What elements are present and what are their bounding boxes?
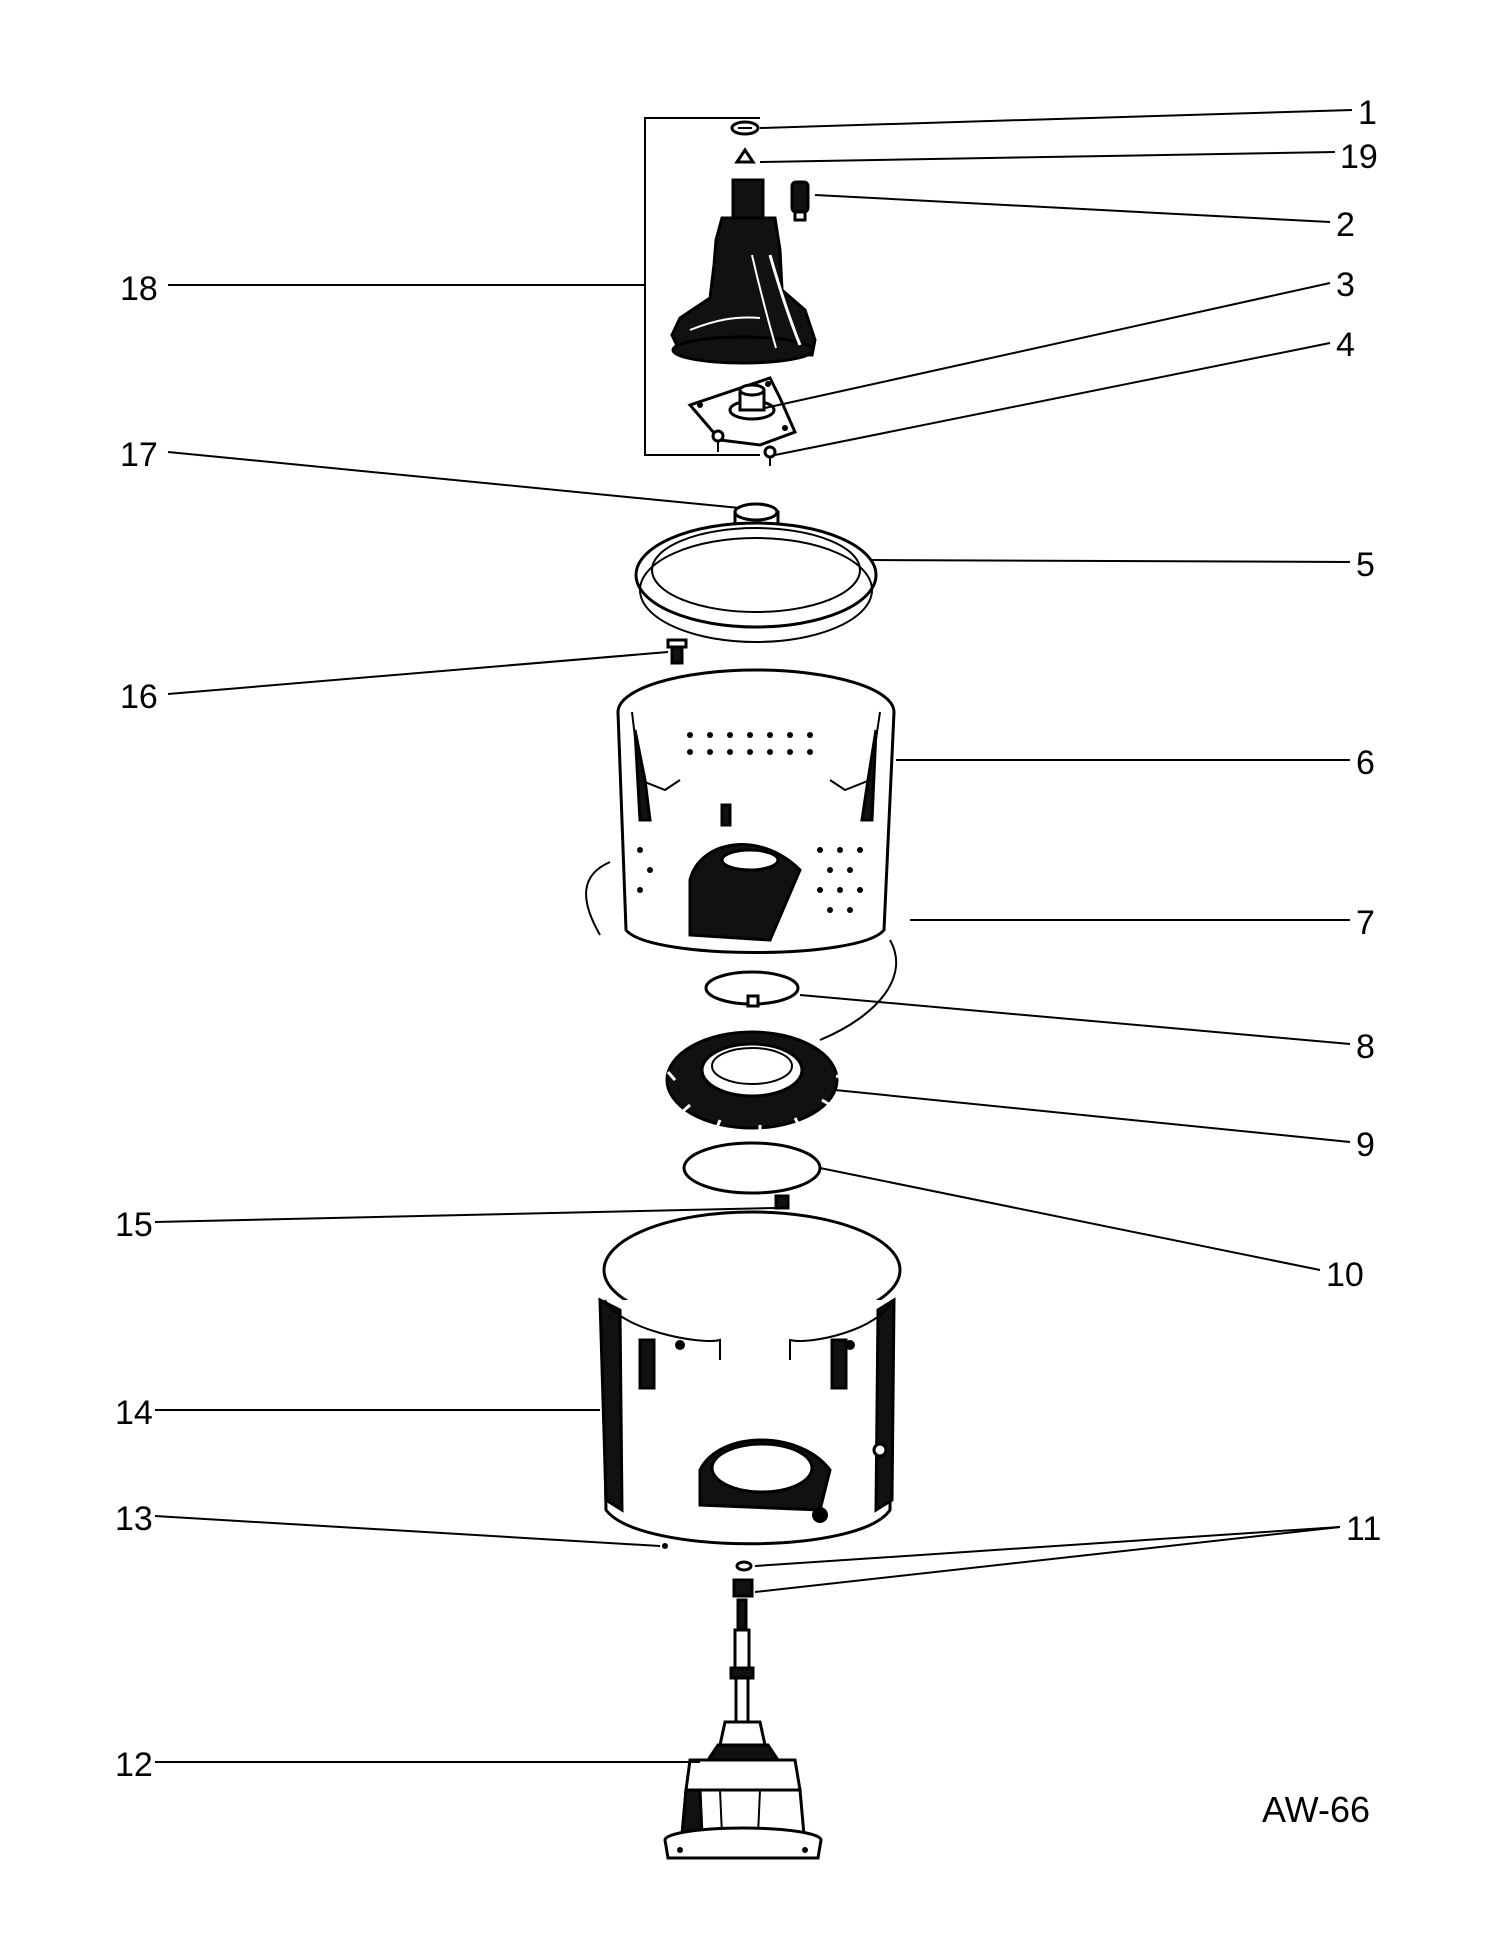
callout-13: 13 bbox=[115, 1500, 153, 1538]
part-14-outer-tub bbox=[598, 1210, 902, 1546]
leader-3 bbox=[764, 282, 1331, 409]
leader-19 bbox=[759, 151, 1336, 163]
callout-labels: 1 19 2 3 4 5 6 7 8 9 10 11 12 13 14 15 1… bbox=[115, 94, 1381, 1784]
part-11-bearing bbox=[732, 1560, 754, 1598]
callout-11: 11 bbox=[1346, 1510, 1381, 1548]
callout-14: 14 bbox=[115, 1394, 153, 1432]
callout-5: 5 bbox=[1356, 546, 1375, 584]
leader-5 bbox=[869, 559, 1351, 563]
part-7-hose bbox=[585, 861, 898, 1041]
leader-17 bbox=[167, 451, 741, 509]
callout-1: 1 bbox=[1358, 94, 1377, 132]
part-10-seal-ring bbox=[682, 1141, 822, 1195]
part-1-washer bbox=[730, 120, 760, 136]
leader-4 bbox=[774, 342, 1331, 456]
leader-11b bbox=[754, 1526, 1341, 1593]
callout-4: 4 bbox=[1336, 326, 1355, 364]
leader-8 bbox=[799, 994, 1351, 1045]
part-15-screw bbox=[774, 1194, 790, 1210]
leader-11a bbox=[754, 1526, 1341, 1567]
callout-10: 10 bbox=[1326, 1256, 1364, 1294]
leader-1 bbox=[759, 109, 1353, 129]
leader-lines bbox=[154, 109, 1353, 1763]
part-8-clamp bbox=[704, 970, 800, 1008]
part-12-transmission bbox=[663, 1598, 823, 1860]
part-16-screw bbox=[666, 638, 688, 665]
callout-3: 3 bbox=[1336, 266, 1355, 304]
leader-16 bbox=[167, 651, 669, 695]
callout-6: 6 bbox=[1356, 744, 1375, 782]
part-13-pin bbox=[662, 1543, 668, 1549]
part-9-gear bbox=[665, 1030, 847, 1134]
leader-13 bbox=[154, 1515, 661, 1547]
callout-12: 12 bbox=[115, 1746, 153, 1784]
leader-2 bbox=[814, 194, 1331, 223]
part-3-drive-flange bbox=[687, 376, 798, 447]
drawing-code: AW-66 bbox=[1262, 1789, 1370, 1830]
callout-9: 9 bbox=[1356, 1126, 1375, 1164]
part-4-screws bbox=[711, 429, 777, 466]
part-2-nut bbox=[790, 180, 810, 222]
part-19-key bbox=[734, 147, 756, 164]
basket-perforations bbox=[637, 732, 863, 913]
leader-9 bbox=[834, 1089, 1351, 1143]
callout-17: 17 bbox=[120, 436, 158, 474]
group-bracket-18 bbox=[644, 117, 760, 456]
part-6-spin-basket bbox=[616, 668, 896, 954]
callout-7: 7 bbox=[1356, 904, 1375, 942]
leader-15 bbox=[154, 1207, 776, 1223]
leader-10 bbox=[819, 1167, 1321, 1271]
callout-18: 18 bbox=[120, 270, 158, 308]
callout-19: 19 bbox=[1340, 138, 1378, 176]
callout-16: 16 bbox=[120, 678, 158, 716]
callout-2: 2 bbox=[1336, 206, 1355, 244]
part-18-agitator bbox=[670, 178, 817, 365]
callout-8: 8 bbox=[1356, 1028, 1375, 1066]
part-5-tub-ring bbox=[634, 521, 878, 643]
callout-15: 15 bbox=[115, 1206, 153, 1244]
